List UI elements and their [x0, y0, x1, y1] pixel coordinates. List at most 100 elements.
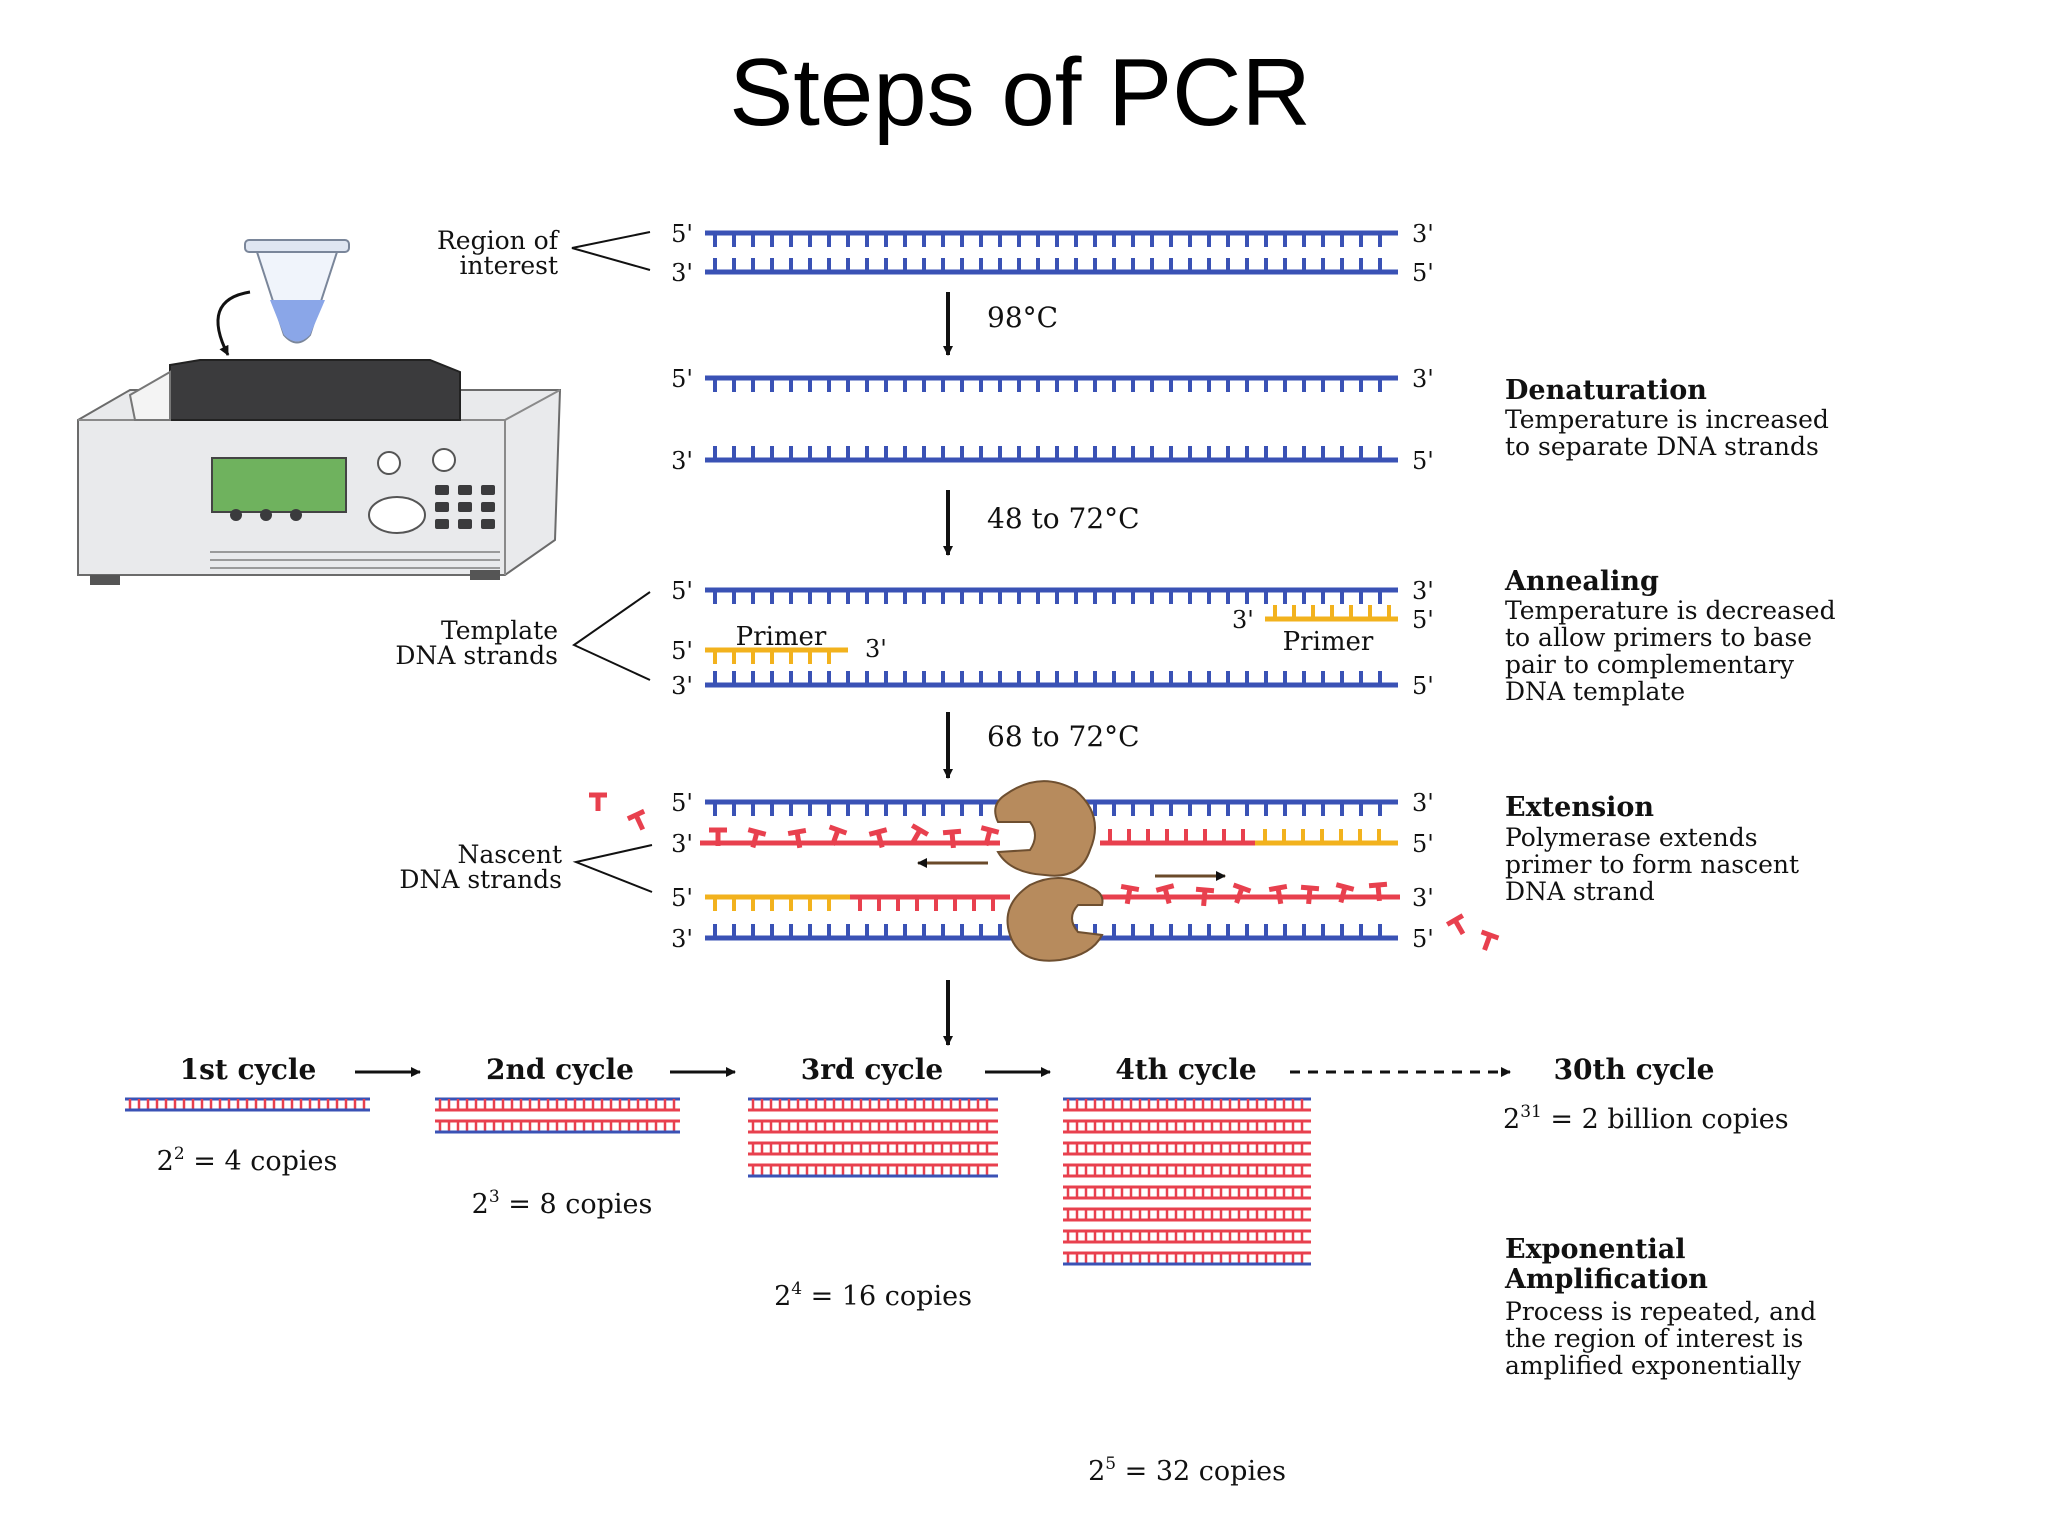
- svg-text:DNA template: DNA template: [1505, 677, 1685, 706]
- copy-stack-cycle-1: [125, 1097, 370, 1112]
- template-strand: [705, 230, 1398, 247]
- nucleotide-icon: [1120, 883, 1140, 905]
- strand-end-label: 5': [671, 577, 693, 605]
- strand-end-label: 5': [1412, 830, 1434, 858]
- device-screen: [211, 457, 347, 513]
- strand-end-label: 5': [1412, 259, 1434, 287]
- svg-text:Nascent: Nascent: [457, 840, 562, 869]
- svg-text:Annealing: Annealing: [1504, 566, 1659, 597]
- primer-label-right: Primer: [1283, 627, 1374, 657]
- cycle-label-4: 4th cycle: [1115, 1053, 1256, 1086]
- svg-text:the region of interest is: the region of interest is: [1505, 1324, 1803, 1353]
- thermocycler-illustration: [77, 359, 562, 585]
- copies-cycle-4: 25 = 32 copies: [1088, 1454, 1286, 1487]
- svg-text:DNA strand: DNA strand: [1505, 877, 1655, 906]
- svg-text:Temperature is decreased: Temperature is decreased: [1505, 596, 1836, 625]
- strand-end-label: 5': [671, 789, 693, 817]
- nucleotide-icon: [626, 808, 646, 831]
- nascent-strands-label: Nascent DNA strands: [399, 840, 653, 894]
- svg-text:Template: Template: [441, 616, 558, 645]
- strand-end-label: 5': [671, 884, 693, 912]
- nucleotide-icon: [909, 823, 930, 846]
- copy-stack-cycle-4: [1063, 1097, 1311, 1266]
- svg-text:to allow primers to base: to allow primers to base: [1505, 623, 1812, 652]
- nucleotide-icon: [709, 827, 727, 846]
- strand-end-label: 5': [1412, 447, 1434, 475]
- strand-end-label: 3': [1412, 884, 1434, 912]
- polymerase-enzyme-icon: [994, 780, 1096, 877]
- copies-cycle-1: 22 = 4 copies: [157, 1144, 338, 1177]
- strand-end-label: 5': [1412, 672, 1434, 700]
- nucleotide-icon: [747, 827, 767, 849]
- template-strand: [705, 671, 1398, 688]
- copies-cycle-3: 24 = 16 copies: [774, 1279, 972, 1312]
- cycle-row: 1st cycle 2nd cycle 3rd cycle 4th cycle …: [157, 1053, 1789, 1487]
- temperature-annealing: 48 to 72°C: [987, 502, 1140, 535]
- nascent-strand: [850, 894, 1010, 911]
- svg-text:Temperature is increased: Temperature is increased: [1505, 405, 1829, 434]
- step-extension: Extension Polymerase extends primer to f…: [1505, 792, 1799, 906]
- copy-stack-cycle-3: [748, 1097, 998, 1178]
- strand-end-label: 3': [671, 830, 693, 858]
- cycle-label-3: 3rd cycle: [801, 1053, 943, 1086]
- strand-end-label: 5': [1412, 925, 1434, 953]
- template-strand: [705, 375, 1398, 392]
- strand-end-label: 3': [671, 672, 693, 700]
- nucleotide-icon: [1268, 883, 1288, 905]
- nucleotide-icon: [1232, 882, 1252, 904]
- svg-text:primer to form nascent: primer to form nascent: [1505, 850, 1799, 879]
- region-of-interest-label: Region of interest: [437, 226, 651, 280]
- svg-text:to separate DNA strands: to separate DNA strands: [1505, 432, 1819, 461]
- strand-end-label: 3': [671, 447, 693, 475]
- nucleotide-icon: [1368, 881, 1388, 902]
- nucleotide-icon: [1335, 882, 1355, 904]
- template-strand: [705, 587, 1398, 604]
- strand-end-label: 3': [1412, 220, 1434, 248]
- strand-end-label: 3': [865, 635, 887, 663]
- nucleotide-icon: [868, 827, 888, 849]
- step-amplification: Exponential Amplification Process is rep…: [1504, 1234, 1816, 1380]
- strand-end-labels: 5'3'3'5'5'3'3'5'5'3'5'5'3'5'5'3'3'5'5'3'…: [671, 220, 1434, 953]
- copy-stack-cycle-2: [435, 1097, 680, 1134]
- temperature-denaturation: 98°C: [987, 301, 1058, 334]
- copy-stacks: [125, 1097, 1311, 1266]
- svg-text:Denaturation: Denaturation: [1505, 375, 1707, 406]
- nucleotide-icon: [980, 825, 1000, 847]
- step-annealing: Annealing Temperature is decreased to al…: [1504, 566, 1836, 706]
- temperature-extension: 68 to 72°C: [987, 720, 1140, 753]
- strand-end-label: 3': [1412, 789, 1434, 817]
- primer-strand: [1255, 829, 1398, 846]
- strand-end-label: 3': [1412, 365, 1434, 393]
- nascent-strand: [1100, 829, 1255, 846]
- nucleotide-icon: [589, 792, 607, 811]
- strand-end-label: 3': [671, 259, 693, 287]
- dna-strands: [700, 230, 1400, 941]
- svg-text:Extension: Extension: [1505, 792, 1654, 823]
- strand-end-label: 5': [1412, 606, 1434, 634]
- sample-tube-icon: [244, 239, 350, 344]
- primer-strand: [705, 894, 850, 911]
- svg-text:interest: interest: [459, 251, 558, 280]
- strand-end-label: 5': [671, 365, 693, 393]
- svg-text:amplified exponentially: amplified exponentially: [1505, 1351, 1802, 1380]
- nucleotide-icon: [1300, 884, 1320, 905]
- cycle-label-30: 30th cycle: [1554, 1053, 1715, 1086]
- nucleotide-icon: [942, 828, 962, 849]
- svg-text:Exponential: Exponential: [1505, 1234, 1685, 1265]
- nucleotide-icon: [787, 827, 807, 849]
- control-dial-icon: [368, 496, 426, 534]
- primer-strand: [1265, 605, 1398, 622]
- nucleotide-icon: [1480, 929, 1500, 951]
- svg-text:Region of: Region of: [437, 226, 560, 255]
- svg-text:Amplification: Amplification: [1504, 1264, 1708, 1295]
- svg-text:DNA strands: DNA strands: [399, 865, 562, 894]
- cycle-label-1: 1st cycle: [180, 1053, 317, 1086]
- svg-text:Process is repeated, and: Process is repeated, and: [1505, 1297, 1816, 1326]
- curved-arrow-icon: [216, 290, 251, 356]
- strand-end-label: 3': [1232, 606, 1254, 634]
- strand-end-label: 3': [671, 925, 693, 953]
- primer-strand: [705, 647, 848, 664]
- cycle-label-2: 2nd cycle: [486, 1053, 634, 1086]
- copies-cycle-30: 231 = 2 billion copies: [1503, 1102, 1789, 1135]
